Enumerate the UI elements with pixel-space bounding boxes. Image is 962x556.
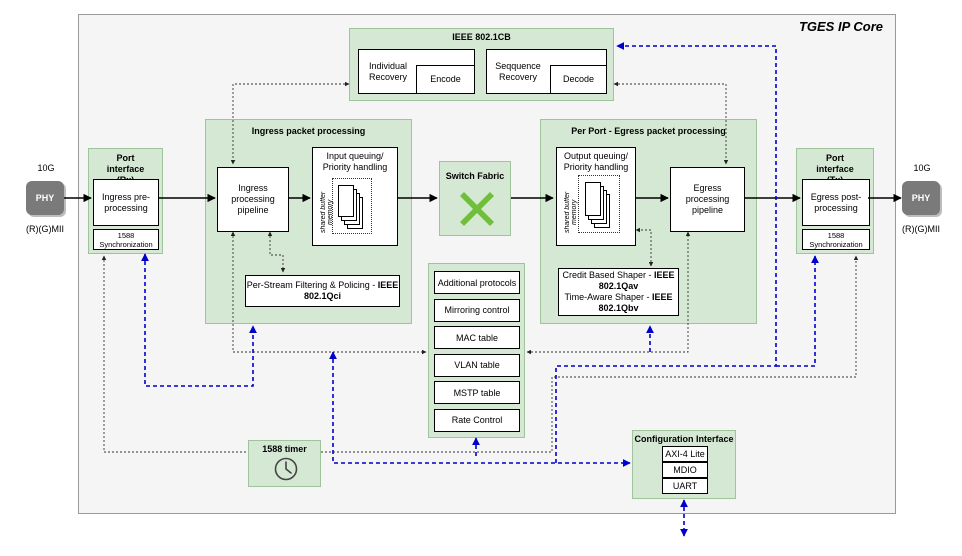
- phy-left-speed: 10G: [37, 163, 55, 173]
- phy-left-block: PHY: [26, 181, 64, 215]
- ingress-buffer-stack: [338, 185, 354, 217]
- egress-post-processing-box: Egress post-processing: [802, 179, 870, 226]
- rx-sync-label: 1588 Synchronization: [99, 230, 153, 249]
- ieee-802-1cb-block: IEEE 802.1CB Individual Recovery Encode …: [349, 28, 614, 101]
- phy-right-speed: 10G: [913, 163, 931, 173]
- egress-pipeline-box: Egress processing pipeline: [670, 167, 745, 232]
- tx-sync-box: 1588 Synchronization: [802, 229, 870, 250]
- ingress-buffer-frame: [332, 178, 372, 234]
- switch-fabric-block: Switch Fabric: [439, 161, 511, 236]
- core-title: TGES IP Core: [798, 19, 883, 34]
- config-item: UART: [662, 478, 708, 494]
- timer-block: 1588 timer: [248, 440, 321, 487]
- egress-pipeline-label: Egress processing pipeline: [685, 183, 730, 215]
- config-title: Configuration Interface: [634, 434, 734, 444]
- config-item: MDIO: [662, 462, 708, 478]
- individual-recovery-label: Individual Recovery: [368, 60, 408, 82]
- output-queue-label: Output queuing/ Priority handling: [563, 151, 629, 172]
- egress-post-processing-label: Egress post-processing: [810, 191, 862, 213]
- sequence-recovery-label: Seqquence Recovery: [495, 60, 541, 82]
- ieee-cb-title: IEEE 802.1CB: [452, 32, 511, 42]
- table-item: Additional protocols: [434, 271, 520, 294]
- egress-buffer-stack: [585, 182, 601, 216]
- config-item: AXI-4 Lite: [662, 446, 708, 462]
- decode-box: Decode: [550, 65, 607, 94]
- egress-buffer-frame: [578, 175, 620, 233]
- encode-label: Encode: [430, 74, 461, 84]
- control-lines: [101, 81, 859, 453]
- ingress-pipeline-box: Ingress processing pipeline: [217, 167, 289, 232]
- table-item: MAC table: [434, 326, 520, 349]
- switch-x-icon: [460, 192, 494, 226]
- phy-right-label: PHY: [911, 193, 931, 203]
- phy-right-block: PHY: [902, 181, 940, 215]
- port-interface-tx: Port interface (Tx) Egress post-processi…: [796, 148, 874, 254]
- port-interface-rx: Port interface (Rx) Ingress pre-processi…: [88, 148, 163, 254]
- decode-label: Decode: [562, 74, 595, 84]
- phy-right-interface: (R)(G)MII: [902, 224, 940, 234]
- ingress-pipeline-label: Ingress processing pipeline: [231, 183, 275, 215]
- rx-sync-box: 1588 Synchronization: [93, 229, 159, 250]
- switch-fabric-title: Switch Fabric: [445, 171, 505, 181]
- timer-title: 1588 timer: [262, 444, 307, 454]
- clock-icon: [274, 457, 298, 481]
- config-bus: [141, 42, 819, 537]
- input-queue-label: Input queuing/ Priority handling: [322, 151, 388, 172]
- phy-left-label: PHY: [35, 193, 55, 203]
- encode-box: Encode: [416, 65, 475, 94]
- table-item: Mirroring control: [434, 298, 520, 322]
- tx-sync-label: 1588 Synchronization: [809, 230, 863, 249]
- phy-left-interface: (R)(G)MII: [26, 224, 64, 234]
- ingress-pre-processing-label: Ingress pre-processing: [101, 191, 151, 213]
- ingress-pre-processing-box: Ingress pre-processing: [93, 179, 159, 226]
